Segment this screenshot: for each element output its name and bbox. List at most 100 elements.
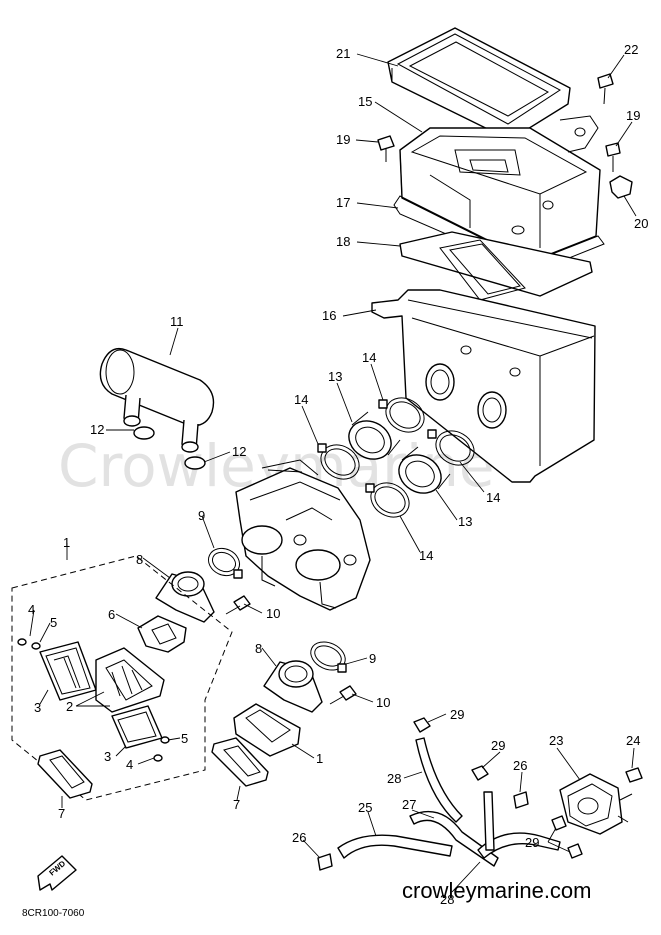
clamp-9a bbox=[207, 547, 243, 579]
hose-clip-29b bbox=[471, 765, 489, 781]
clip-26a bbox=[513, 791, 529, 809]
callout-16: 16 bbox=[322, 308, 336, 323]
callout-7a: 7 bbox=[58, 806, 65, 821]
callout-26b: 26 bbox=[292, 830, 306, 845]
hose-28a bbox=[415, 737, 463, 823]
intake-joint-13b bbox=[398, 446, 451, 494]
callout-24: 24 bbox=[626, 733, 640, 748]
gasket-17 bbox=[393, 195, 605, 273]
callout-1b: 1 bbox=[316, 751, 323, 766]
callout-29b: 29 bbox=[491, 738, 505, 753]
reed-valve-1b bbox=[233, 703, 301, 757]
callout-22: 22 bbox=[624, 42, 638, 57]
callout-9a: 9 bbox=[198, 508, 205, 523]
gasket-7a bbox=[37, 749, 93, 799]
bolt-19a bbox=[377, 135, 395, 162]
hose-clip-29c bbox=[551, 815, 583, 859]
bolt-10b bbox=[329, 685, 357, 705]
callout-7b: 7 bbox=[233, 797, 240, 812]
reed-valve-3b bbox=[111, 705, 163, 749]
carburetor-joint-8a bbox=[155, 571, 215, 623]
callout-6: 6 bbox=[108, 607, 115, 622]
callout-28b: 28 bbox=[440, 892, 454, 907]
callout-23: 23 bbox=[549, 733, 563, 748]
hose-band-14c bbox=[427, 429, 475, 466]
callout-12a: 12 bbox=[90, 422, 104, 437]
callout-10b: 10 bbox=[376, 695, 390, 710]
hose-25 bbox=[337, 834, 453, 859]
callout-17: 17 bbox=[336, 195, 350, 210]
clip-20 bbox=[609, 175, 633, 199]
intake-joint-13a bbox=[348, 411, 401, 460]
callout-5a: 5 bbox=[50, 615, 57, 630]
callout-9b: 9 bbox=[369, 651, 376, 666]
callout-11: 11 bbox=[170, 314, 184, 329]
callout-13b: 13 bbox=[458, 514, 472, 529]
diagram-code: 8CR100-7060 bbox=[22, 908, 85, 919]
callout-18: 18 bbox=[336, 234, 350, 249]
callout-19a: 19 bbox=[336, 132, 350, 147]
callout-2: 2 bbox=[66, 699, 73, 714]
callout-19b: 19 bbox=[626, 108, 640, 123]
callout-25: 25 bbox=[358, 800, 372, 815]
fuel-pump-23 bbox=[559, 773, 633, 835]
intake-silencer-11 bbox=[99, 347, 215, 453]
callout-3a: 3 bbox=[34, 700, 41, 715]
callout-3b: 3 bbox=[104, 749, 111, 764]
callout-1a: 1 bbox=[63, 535, 70, 550]
callout-4a: 4 bbox=[28, 602, 35, 617]
callout-14c: 14 bbox=[486, 490, 500, 505]
clamp-9b bbox=[310, 641, 347, 673]
callout-8b: 8 bbox=[255, 641, 262, 656]
cover-6 bbox=[137, 615, 187, 653]
callout-29a: 29 bbox=[450, 707, 464, 722]
air-box-lower-16 bbox=[371, 289, 596, 483]
nut-24 bbox=[625, 767, 643, 783]
hose-clip-29a bbox=[413, 717, 431, 733]
element-plate-18 bbox=[399, 231, 593, 301]
carburetor-joint-8b bbox=[263, 660, 323, 713]
leader-lines bbox=[29, 53, 637, 893]
air-box-cover-21 bbox=[387, 27, 571, 141]
reed-valve-assembly-1 bbox=[11, 555, 233, 801]
cap-12b bbox=[184, 456, 206, 470]
hose-27 bbox=[409, 810, 499, 867]
reed-block-2 bbox=[95, 647, 165, 713]
clip-26b bbox=[317, 853, 333, 871]
bolt-10a bbox=[225, 595, 251, 615]
bolt-22 bbox=[597, 73, 614, 105]
screw-4a bbox=[17, 638, 27, 646]
reed-valve-3a bbox=[39, 641, 97, 701]
washer-5b bbox=[160, 736, 170, 744]
callout-14d: 14 bbox=[419, 548, 433, 563]
hose-band-14d bbox=[365, 482, 410, 518]
callout-26a: 26 bbox=[513, 758, 527, 773]
carburetor-assembly bbox=[235, 459, 371, 611]
callout-21: 21 bbox=[336, 46, 350, 61]
bolt-19b bbox=[605, 142, 621, 172]
hose-28b bbox=[477, 791, 561, 859]
callout-labels: 21 22 15 19 19 20 17 18 16 11 14 13 14 1… bbox=[28, 42, 648, 907]
site-label: crowleymarine.com bbox=[402, 878, 592, 903]
callout-5b: 5 bbox=[181, 731, 188, 746]
callout-14a: 14 bbox=[362, 350, 376, 365]
cap-12a bbox=[133, 426, 155, 440]
callout-10a: 10 bbox=[266, 606, 280, 621]
gasket-7b bbox=[211, 737, 269, 787]
hose-band-14b bbox=[317, 443, 360, 480]
screw-4b bbox=[153, 754, 163, 762]
callout-28a: 28 bbox=[387, 771, 401, 786]
callout-27: 27 bbox=[402, 797, 416, 812]
washer-5a bbox=[31, 642, 41, 650]
air-box-upper-15 bbox=[399, 115, 601, 263]
callout-13a: 13 bbox=[328, 369, 342, 384]
callout-14b: 14 bbox=[294, 392, 308, 407]
callout-15: 15 bbox=[358, 94, 372, 109]
callout-12b: 12 bbox=[232, 444, 246, 459]
callout-8a: 8 bbox=[136, 552, 143, 567]
fwd-arrow-icon: FWD bbox=[37, 855, 77, 891]
callout-20: 20 bbox=[634, 216, 648, 231]
callout-29c: 29 bbox=[525, 835, 539, 850]
callout-4b: 4 bbox=[126, 757, 133, 772]
